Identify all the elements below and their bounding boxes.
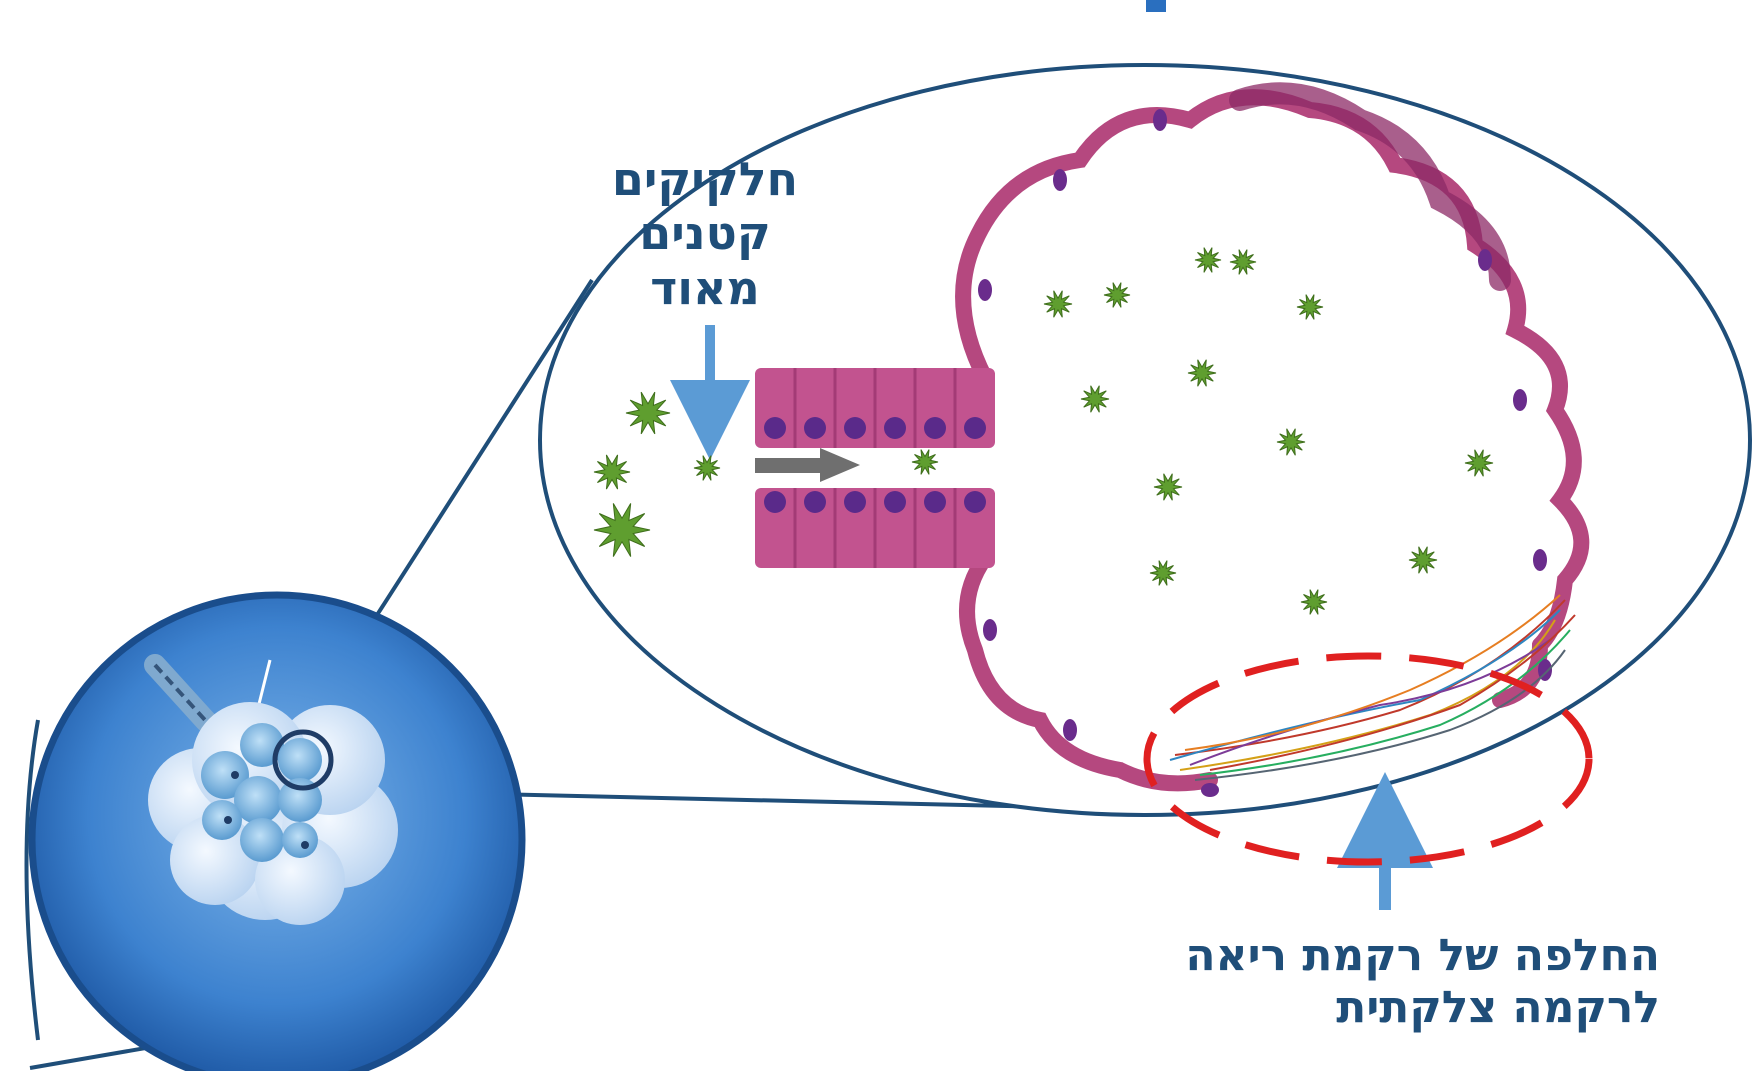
particles-label-line-3: מאוד	[600, 261, 810, 315]
particles-label-line-1: חלקיקים	[600, 152, 810, 206]
particles-label-line-2: קטנים	[600, 206, 810, 260]
scar-label-line-1: החלפה של רקמת ריאה	[1080, 930, 1660, 982]
alveolar-disc	[32, 595, 522, 1071]
scar-replacement-label: החלפה של רקמת ריאה לרקמה צלקתית	[1080, 930, 1660, 1034]
particles-label: חלקיקים קטנים מאוד	[600, 152, 810, 315]
scar-label-line-2: לרקמה צלקתית	[1080, 982, 1660, 1034]
top-tab-shape	[1146, 0, 1166, 12]
